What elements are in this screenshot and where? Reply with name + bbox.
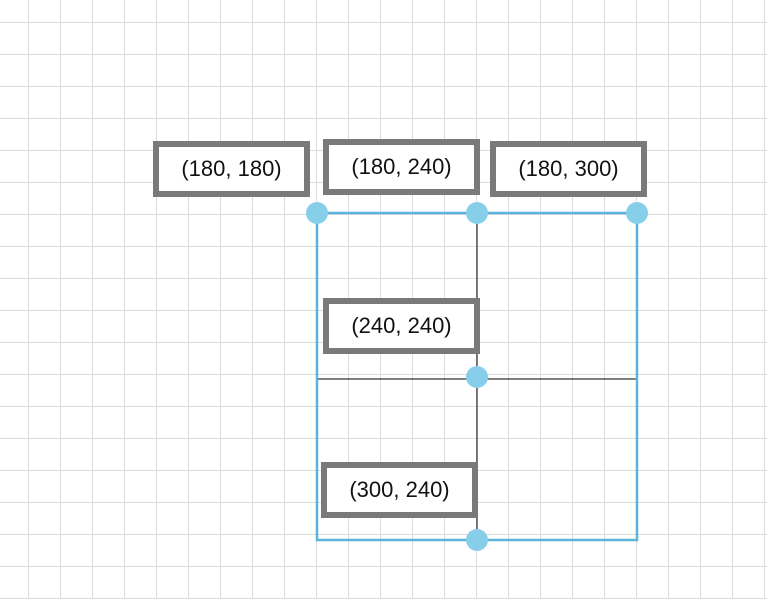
handle-top-left[interactable] [306,202,328,224]
coordinate-label: (240, 240) [323,298,480,354]
coordinate-label: (300, 240) [321,462,478,518]
coordinate-label: (180, 240) [323,139,480,195]
coordinate-label: (180, 180) [153,141,310,197]
handle-center[interactable] [466,366,488,388]
handle-top-center[interactable] [466,202,488,224]
handle-top-right[interactable] [626,202,648,224]
coordinate-label: (180, 300) [490,141,647,197]
handle-bottom-center[interactable] [466,529,488,551]
